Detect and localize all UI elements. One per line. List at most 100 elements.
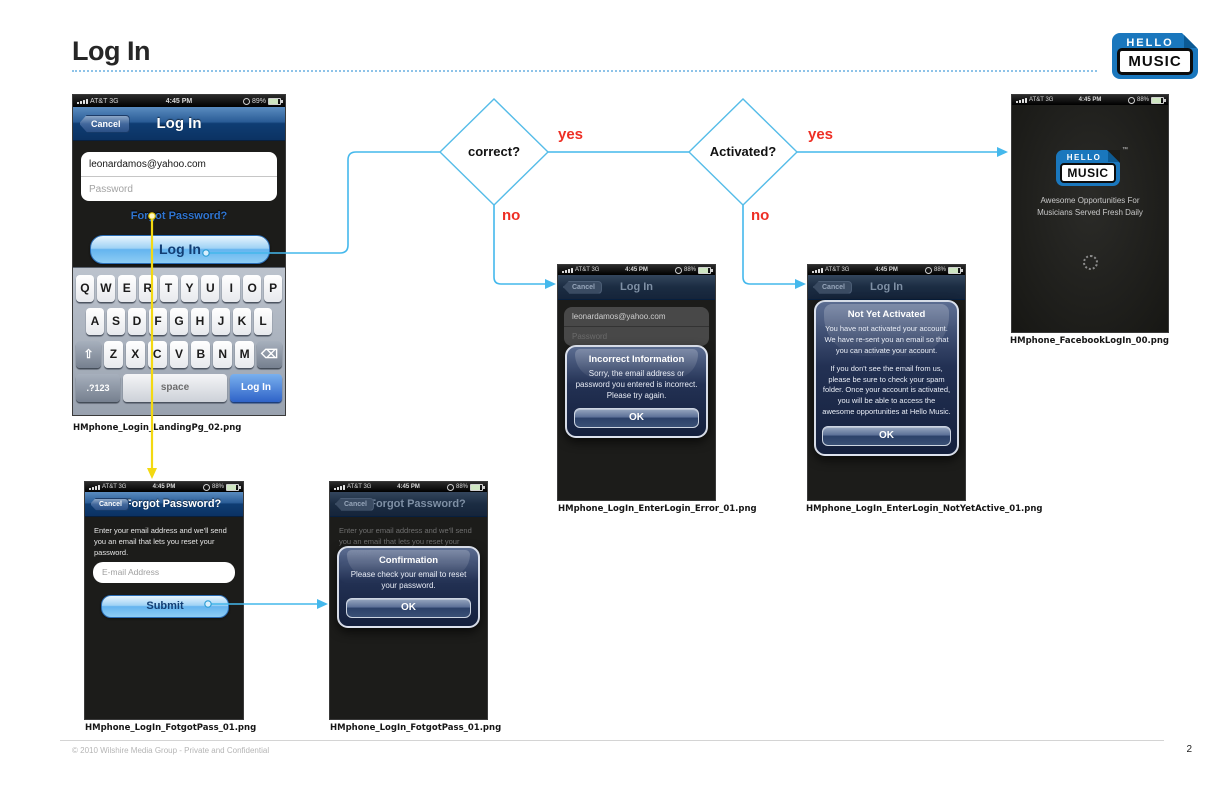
email-field[interactable]: E-mail Address — [93, 562, 235, 583]
keyboard-key[interactable]: X — [125, 341, 145, 368]
keyboard-key[interactable]: P — [264, 275, 283, 302]
branch-label-yes: yes — [558, 126, 584, 143]
footer-divider — [60, 740, 1164, 741]
page-title: Log In — [72, 36, 150, 66]
page-number: 2 — [1186, 744, 1192, 755]
battery-icon — [948, 266, 963, 274]
return-key[interactable]: Log In — [230, 374, 282, 402]
status-bar: AT&T 3G 4:45 PM 89% — [73, 95, 285, 107]
logo-music-text: MUSIC — [1117, 48, 1193, 75]
alarm-icon — [674, 266, 682, 274]
logo-fold-shadow — [1184, 35, 1197, 48]
battery-icon — [470, 483, 485, 491]
battery-icon — [226, 483, 241, 491]
screenshot-login-error: AT&T 3G 4:45 PM 88% Log In Cancel leonar… — [558, 265, 715, 500]
branch-label-no: no — [502, 207, 521, 224]
ok-button[interactable]: OK — [822, 426, 951, 446]
password-field[interactable]: Password — [81, 176, 277, 201]
logo-hello-text: HELLO — [1066, 153, 1102, 162]
keyboard-row: A S D F G H J K L — [73, 308, 285, 335]
arrowhead — [795, 279, 806, 289]
keyboard-key[interactable]: B — [191, 341, 211, 368]
email-field[interactable]: leonardamos@yahoo.com — [89, 158, 206, 170]
title-divider — [72, 70, 1097, 72]
nav-title: Log In — [156, 115, 202, 132]
cancel-button[interactable]: Cancel — [335, 497, 374, 511]
battery-icon — [698, 266, 713, 274]
keyboard-key[interactable]: A — [86, 308, 104, 335]
keyboard-key[interactable]: C — [147, 341, 167, 368]
screenshot-caption: HMphone_LogIn_FotgotPass_01.png — [85, 723, 257, 733]
screenshot-caption: HMphone_Login_LandingPg_02.png — [73, 423, 242, 433]
confirmation-alert-dialog: Confirmation Please check your email to … — [337, 546, 480, 629]
keyboard-key[interactable]: E — [117, 275, 136, 302]
keyboard-key[interactable]: U — [201, 275, 220, 302]
nav-bar: Forgot Password? Cancel — [330, 492, 487, 517]
keyboard-key[interactable]: R — [138, 275, 157, 302]
screenshot-caption: HMphone_LogIn_EnterLogin_NotYetActive_01… — [806, 504, 1043, 514]
keyboard-key[interactable]: S — [107, 308, 125, 335]
error-alert-dialog: Incorrect Information Sorry, the email a… — [565, 345, 708, 438]
keyboard-key[interactable]: O — [243, 275, 262, 302]
cancel-button[interactable]: Cancel — [813, 280, 852, 294]
ok-button[interactable]: OK — [346, 598, 471, 619]
cancel-button[interactable]: Cancel — [563, 280, 602, 294]
keyboard-key[interactable]: Z — [104, 341, 123, 368]
forgot-password-link[interactable]: Forgot Password? — [130, 210, 228, 222]
keyboard-key[interactable]: W — [96, 275, 115, 302]
backspace-key-icon[interactable]: ⌫ — [257, 341, 283, 368]
login-button[interactable]: Log In — [90, 235, 270, 264]
logo-fold-shadow — [1108, 151, 1119, 162]
space-key[interactable]: space — [123, 374, 227, 402]
status-bar: AT&T 3G 4:45 PM 88% — [1012, 95, 1168, 105]
ok-button[interactable]: OK — [574, 407, 699, 428]
screenshot-login-landing: AT&T 3G 4:45 PM 89% Log In Cancel leonar… — [73, 95, 285, 415]
keyboard-row: Q W E R T Y U I O P — [73, 275, 285, 302]
keyboard-key[interactable]: Q — [76, 275, 94, 302]
alert-body: If you don't see the email from us, plea… — [822, 363, 951, 417]
hello-music-logo: HELLO MUSIC — [1112, 33, 1198, 79]
clock-label: 4:45 PM — [165, 97, 193, 105]
keyboard-key[interactable]: N — [213, 341, 233, 368]
status-bar: AT&T 3G 4:45 PM 88% — [85, 482, 243, 492]
keyboard-key[interactable]: F — [149, 308, 167, 335]
carrier-label: AT&T 3G — [1029, 97, 1054, 103]
battery-percent: 88% — [683, 267, 696, 273]
decision-label-activated: Activated? — [709, 144, 777, 159]
screenshot-not-activated: AT&T 3G 4:45 PM 88% Log In Cancel Not Ye… — [808, 265, 965, 500]
instructions-text: Enter your email address and we'll send … — [94, 526, 227, 557]
keyboard-key[interactable]: V — [169, 341, 189, 368]
cancel-button[interactable]: Cancel — [79, 114, 130, 133]
hello-music-logo: HELLO MUSIC — [1056, 150, 1120, 186]
submit-button[interactable]: Submit — [101, 595, 229, 618]
alarm-icon — [1127, 96, 1135, 104]
tagline-line2: Musicians Served Fresh Daily — [1037, 208, 1143, 217]
keyboard-key[interactable]: G — [170, 308, 188, 335]
not-activated-alert-dialog: Not Yet Activated You have not activated… — [814, 300, 959, 456]
keyboard-key[interactable]: H — [191, 308, 209, 335]
alarm-icon — [242, 97, 250, 105]
shift-key-icon[interactable]: ⇧ — [76, 341, 101, 368]
numbers-key[interactable]: .?123 — [76, 374, 120, 402]
keyboard-key[interactable]: Y — [180, 275, 199, 302]
keyboard-key[interactable]: M — [235, 341, 255, 368]
cancel-button[interactable]: Cancel — [90, 497, 129, 511]
branch-label-no: no — [751, 207, 770, 224]
battery-percent: 88% — [933, 267, 946, 273]
battery-percent: 88% — [455, 484, 468, 490]
keyboard-key[interactable]: I — [222, 275, 241, 302]
keyboard-key[interactable]: D — [128, 308, 146, 335]
screenshot-caption: HMphone_FacebookLogIn_00.png — [1010, 336, 1169, 346]
keyboard-key[interactable]: J — [212, 308, 230, 335]
clock-label: 4:45 PM — [875, 267, 898, 273]
keyboard-key[interactable]: L — [254, 308, 272, 335]
nav-bar: Log In Cancel — [73, 107, 285, 141]
keyboard-key[interactable]: T — [159, 275, 178, 302]
nav-bar: Log In Cancel — [808, 275, 965, 300]
clock-label: 4:45 PM — [152, 484, 176, 490]
nav-title: Forgot Password? — [124, 498, 222, 510]
nav-title: Forgot Password? — [369, 498, 466, 510]
signal-icon — [77, 98, 88, 104]
keyboard-key[interactable]: K — [233, 308, 251, 335]
